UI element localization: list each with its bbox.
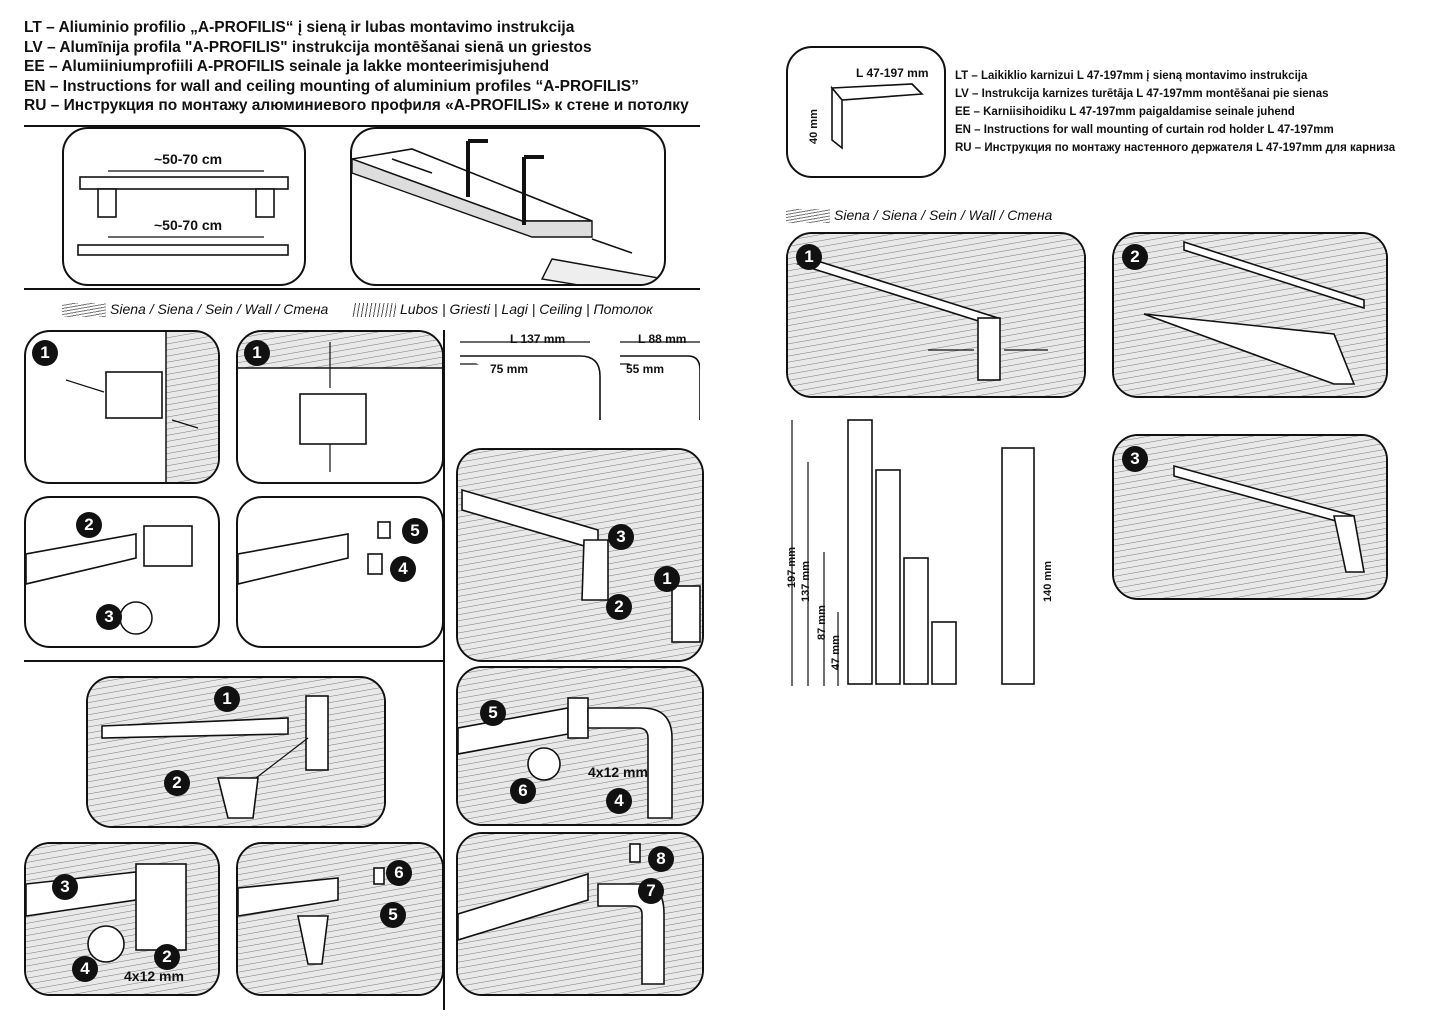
holder-step-1-panel: 1 xyxy=(786,232,1086,398)
step-number: 3 xyxy=(96,604,122,630)
step-number: 2 xyxy=(164,770,190,796)
holder-height-label: 40 mm xyxy=(808,109,820,144)
step-number: 4 xyxy=(390,556,416,582)
dim-55: 55 mm xyxy=(626,362,665,376)
holder-preview-panel: L 47-197 mm 40 mm xyxy=(786,46,946,178)
mid-divider xyxy=(24,660,444,662)
ceiling-bracket-step-7-panel: 8 7 xyxy=(456,832,704,996)
spacing-bottom-label: ~50-70 cm xyxy=(154,217,223,233)
step-number: 2 xyxy=(154,944,180,970)
len-87: 87 mm xyxy=(816,605,828,640)
title-lv: LV – Alumīnija profila "A-PROFILIS" inst… xyxy=(24,38,592,56)
wall-step-1-panel: 1 xyxy=(24,330,220,484)
step-number: 7 xyxy=(638,878,664,904)
dim-75: 75 mm xyxy=(490,362,529,376)
step-number: 3 xyxy=(608,524,634,550)
spacing-top-label: ~50-70 cm xyxy=(154,151,223,167)
section-divider xyxy=(24,288,700,290)
step-number: 2 xyxy=(606,594,632,620)
title-lt: LT – Aliuminio profilio „A-PROFILIS“ į s… xyxy=(24,19,575,36)
screw-size-label: 4x12 mm xyxy=(124,968,184,984)
dim-l88: L 88 mm xyxy=(638,332,687,346)
holder-length-label: L 47-197 mm xyxy=(856,66,929,80)
screw-size-label: 4x12 mm xyxy=(588,764,648,780)
bracket-dimensions: L 137 mm 75 mm L 88 mm 55 mm xyxy=(450,330,705,430)
holder-title-ru: RU – Инструкция по монтажу настенного де… xyxy=(955,142,1396,154)
wall-hatch-icon xyxy=(62,303,106,318)
step-number: 1 xyxy=(32,340,58,366)
step-number: 4 xyxy=(606,788,632,814)
holder-lengths-diagram: 197 mm 137 mm 87 mm 47 mm 140 mm xyxy=(780,412,1100,692)
step-number: 1 xyxy=(244,340,270,366)
ceiling-step-4-panel: 5 4 xyxy=(236,496,444,648)
len-47: 47 mm xyxy=(830,635,842,670)
holder-title-lv: LV – Instrukcija karnizes turētāja L 47-… xyxy=(955,88,1329,100)
step-number: 5 xyxy=(402,518,428,544)
holder-title: LT – Laikiklio karnizui L 47-197mm į sie… xyxy=(955,67,1395,157)
main-title: LT – Aliuminio profilio „A-PROFILIS“ į s… xyxy=(24,18,689,116)
ceiling-step-1-panel: 1 xyxy=(236,330,444,484)
step-number: 6 xyxy=(510,778,536,804)
step-number: 3 xyxy=(1122,446,1148,472)
title-ru: RU – Инструкция по монтажу алюминиевого … xyxy=(24,97,689,115)
holder-legend-wall: Siena / Siena / Sein / Wall / Стена xyxy=(786,207,1052,224)
holder-title-lt: LT – Laikiklio karnizui L 47-197mm į sie… xyxy=(955,70,1308,82)
len-197: 197 mm xyxy=(786,547,798,588)
bracket-step-1-panel: 1 2 xyxy=(86,676,386,828)
step-number: 3 xyxy=(52,874,78,900)
len-140: 140 mm xyxy=(1042,561,1054,602)
step-number: 1 xyxy=(796,244,822,270)
bracket-step-5-panel: 6 5 xyxy=(236,842,444,996)
title-ee: EE – Alumiiniumprofiili A-PROFILIS seina… xyxy=(24,58,550,76)
wall-hatch-icon xyxy=(786,209,830,224)
joining-panel xyxy=(350,127,666,286)
legend-wall: Siena / Siena / Sein / Wall / Стена xyxy=(62,301,328,318)
ceiling-bracket-step-4-panel: 5 6 4 4x12 mm xyxy=(456,666,704,826)
holder-step-2-panel: 2 xyxy=(1112,232,1388,398)
ceiling-hatch-icon xyxy=(352,303,396,318)
column-divider xyxy=(443,330,445,1010)
holder-title-ee: EE – Karniisihoidiku L 47-197mm paigalda… xyxy=(955,106,1295,118)
title-en: EN – Instructions for wall and ceiling m… xyxy=(24,77,639,95)
holder-title-en: EN – Instructions for wall mounting of c… xyxy=(955,124,1334,136)
wall-step-2-panel: 2 3 xyxy=(24,496,220,648)
step-number: 5 xyxy=(380,902,406,928)
ceiling-bracket-step-1-panel: 3 1 2 xyxy=(456,448,704,662)
dim-l137: L 137 mm xyxy=(510,332,566,346)
step-number: 8 xyxy=(648,846,674,872)
step-number: 1 xyxy=(214,686,240,712)
spacing-panel: ~50-70 cm ~50-70 cm xyxy=(62,127,306,286)
step-number: 1 xyxy=(654,566,680,592)
step-number: 4 xyxy=(72,956,98,982)
title-divider xyxy=(24,125,700,127)
bracket-step-3-panel: 3 4 2 4x12 mm xyxy=(24,842,220,996)
step-number: 2 xyxy=(1122,244,1148,270)
step-number: 5 xyxy=(480,700,506,726)
len-137: 137 mm xyxy=(800,561,812,602)
holder-step-3-panel: 3 xyxy=(1112,434,1388,600)
legend-ceiling: Lubos | Griesti | Lagi | Ceiling | Потол… xyxy=(352,301,653,318)
step-number: 2 xyxy=(76,512,102,538)
step-number: 6 xyxy=(386,860,412,886)
